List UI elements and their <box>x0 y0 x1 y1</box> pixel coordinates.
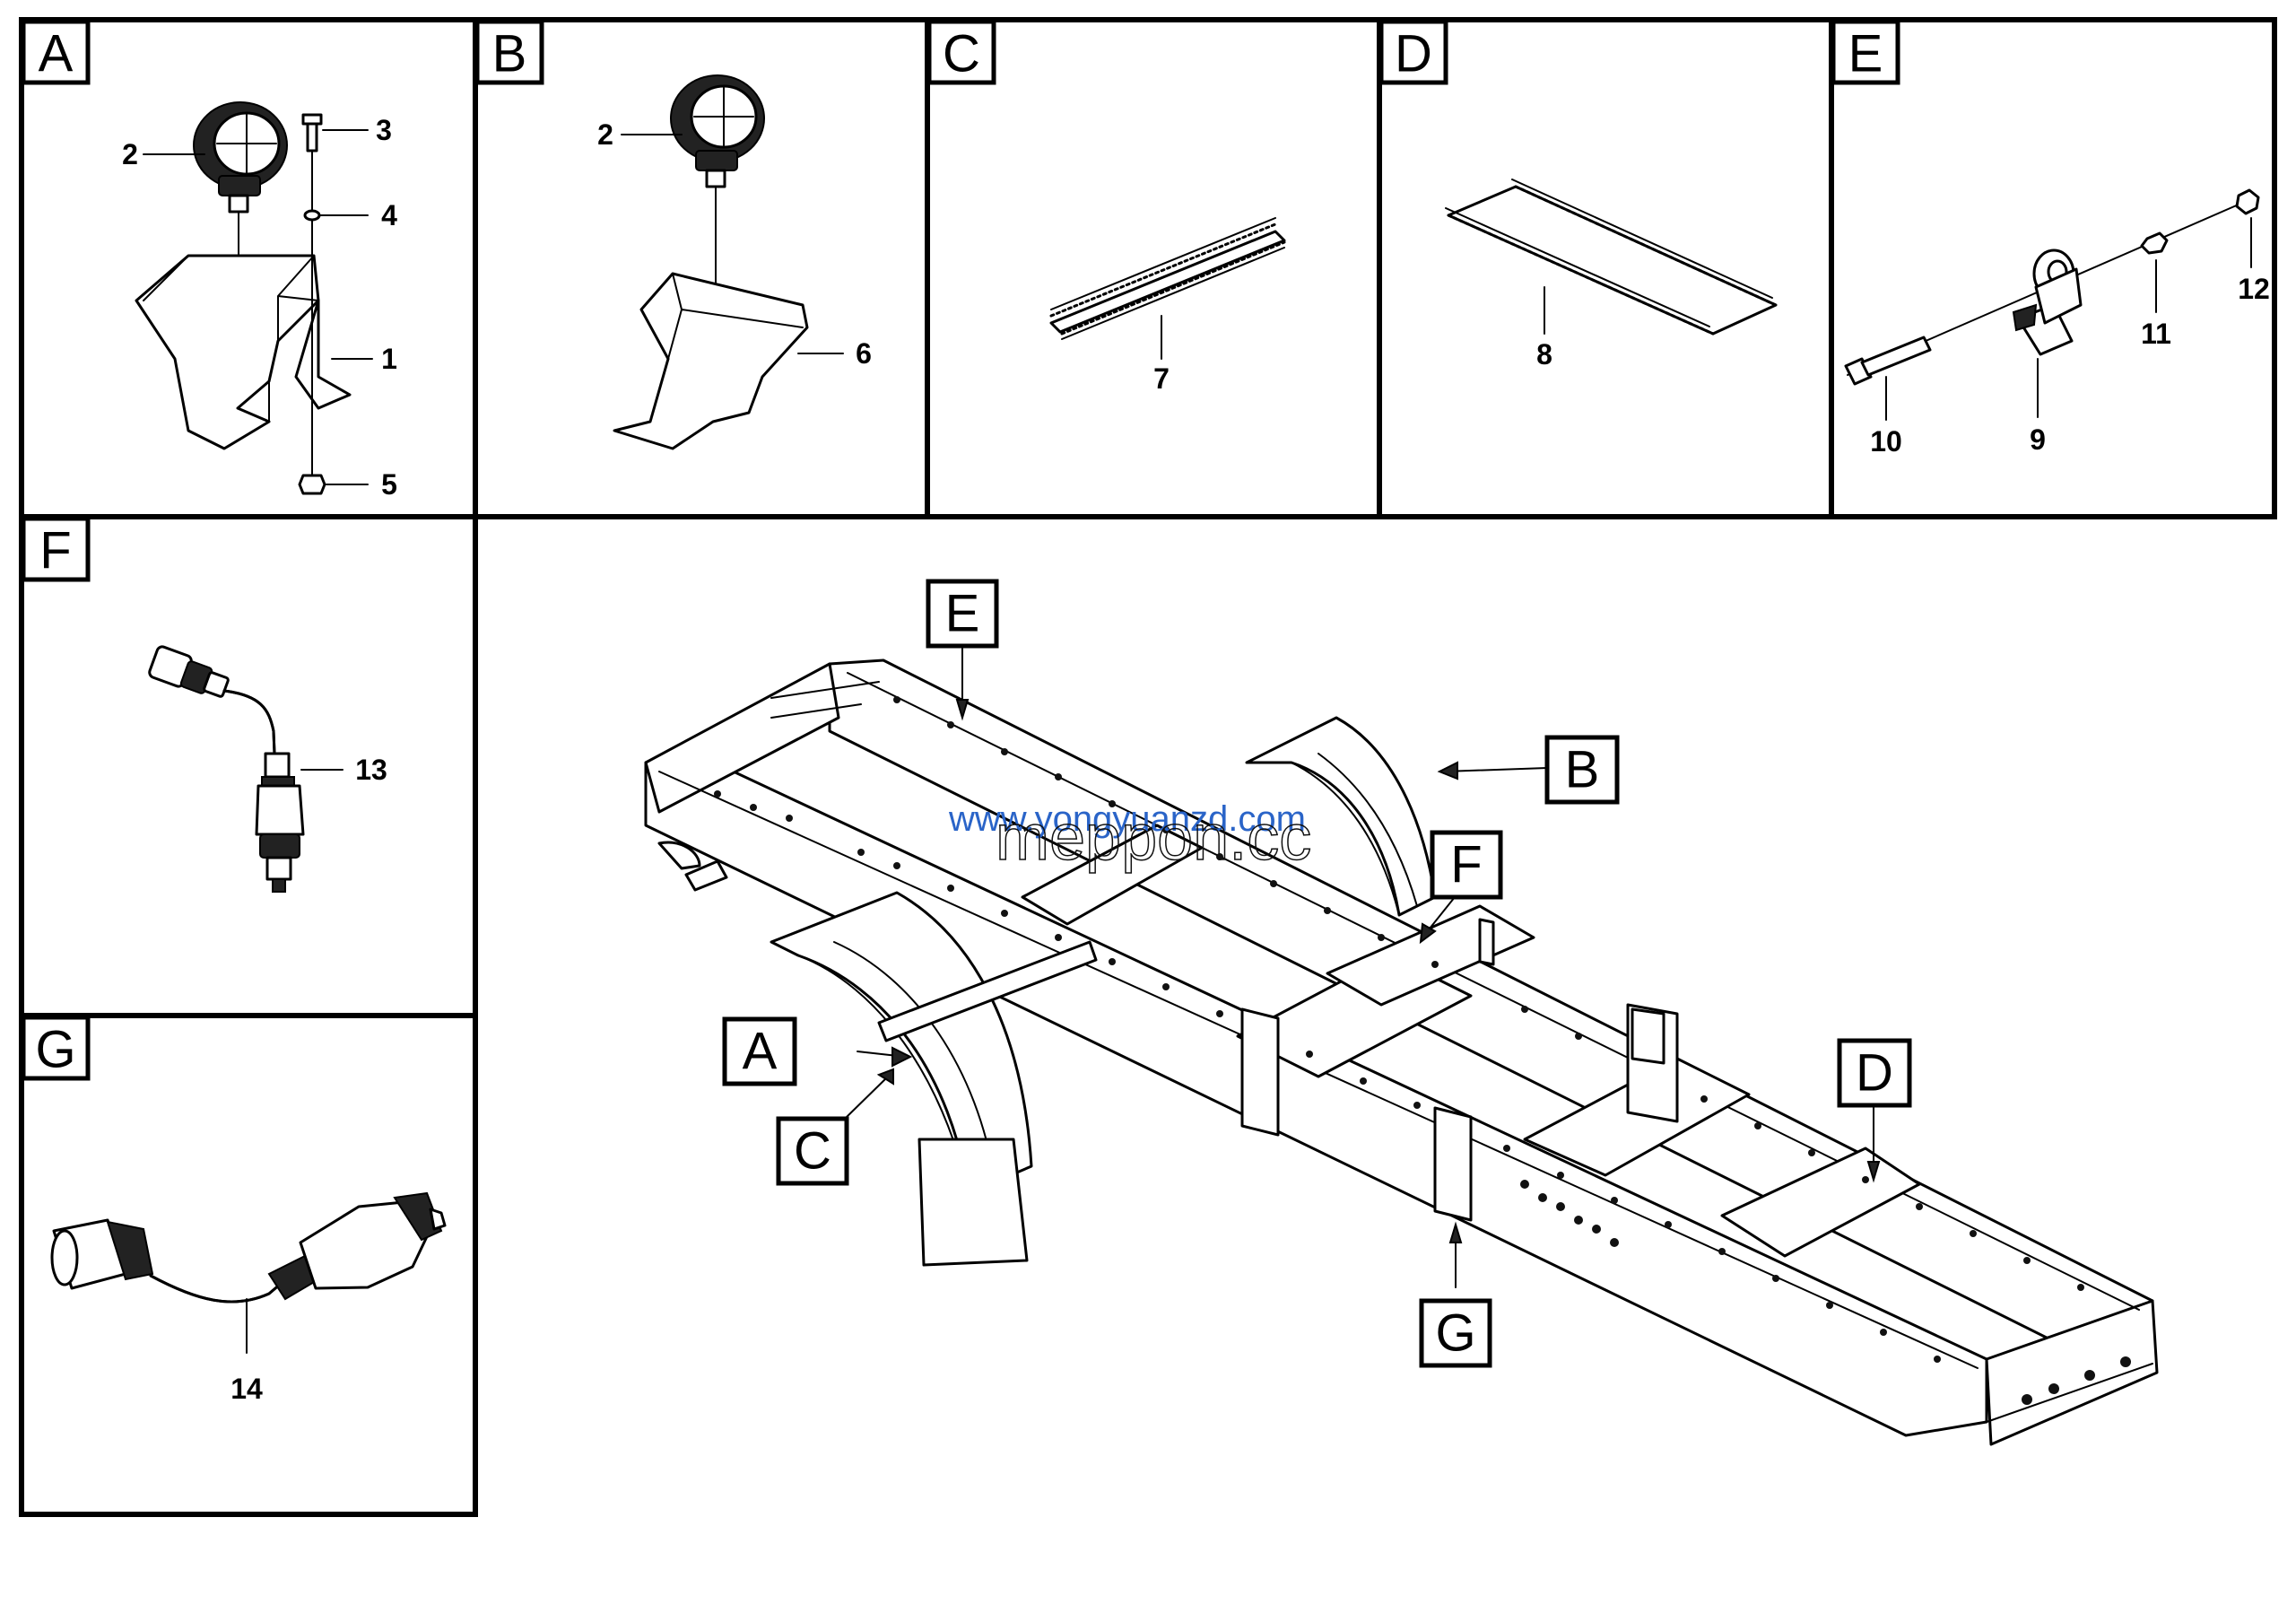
bolt-10 <box>1844 336 1932 386</box>
panel-a-tag: A <box>39 25 74 83</box>
main-tag-e: E <box>945 585 980 643</box>
callout-a-3: 3 <box>376 114 392 146</box>
main-tag-g: G <box>1435 1304 1475 1363</box>
nut-5 <box>298 474 326 495</box>
panel-e-tag: E <box>1848 25 1883 83</box>
washer-4 <box>303 209 321 222</box>
callout-c-7: 7 <box>1153 362 1170 395</box>
watermark-line1: www.yongyuanzd.com <box>948 799 1306 839</box>
panel-c-content: 7 <box>1049 217 1286 395</box>
work-lamp-icon <box>193 101 288 270</box>
chassis-frame <box>644 658 2159 1446</box>
far-side-rail <box>828 658 2154 1365</box>
main-tag-a: A <box>743 1023 778 1081</box>
bolt-3 <box>301 113 323 476</box>
callout-e-10: 10 <box>1870 425 1902 458</box>
main-tag-f: F <box>1450 836 1482 894</box>
main-tag-b: B <box>1565 741 1600 799</box>
callout-a-1: 1 <box>381 343 397 375</box>
cable-14 <box>50 1191 447 1304</box>
front-fender <box>770 891 1033 1195</box>
callout-a-4: 4 <box>381 199 397 231</box>
watermark-line2: meppon.cc <box>996 802 1311 874</box>
callout-b-2: 2 <box>597 118 613 151</box>
panel-b-content: 2 6 <box>597 74 872 450</box>
panel-g-tag: G <box>35 1021 75 1079</box>
callout-a-5: 5 <box>381 468 397 501</box>
rail-holes <box>714 696 2131 1405</box>
panel-a-content: 2 3 4 1 5 <box>122 101 397 501</box>
callout-d-8: 8 <box>1536 338 1552 371</box>
panel-d-tag: D <box>1395 25 1432 83</box>
panel-g-content: 14 <box>50 1191 447 1405</box>
panel-f-content: 13 <box>148 645 387 893</box>
panel-d-content: 8 <box>1445 179 1778 371</box>
callout-e-9: 9 <box>2030 423 2046 456</box>
bracket-6 <box>613 272 809 450</box>
mud-flap <box>918 1138 1029 1267</box>
callout-e-12: 12 <box>2238 273 2270 305</box>
sensor-13 <box>148 645 305 893</box>
callout-a-2: 2 <box>122 138 138 170</box>
front-crossmember <box>644 662 840 814</box>
main-leaders <box>846 645 1881 1288</box>
panel-e-content: 12 11 10 9 <box>1844 188 2270 458</box>
edge-protector-7 <box>1049 217 1286 340</box>
main-tag-c: C <box>794 1122 831 1181</box>
nut-12 <box>2235 188 2260 215</box>
rear-crossmember <box>1985 1299 2159 1446</box>
panel-c-tag: C <box>943 25 980 83</box>
work-lamp-icon-b <box>670 74 765 405</box>
watermark: www.yongyuanzd.com meppon.cc <box>948 799 1312 875</box>
panel-tags: A B C D E F G <box>21 19 1900 1081</box>
main-callout-tags: E B F A C D G <box>722 579 1912 1368</box>
clamp-9 <box>2012 249 2083 356</box>
panel-f-tag: F <box>39 522 71 580</box>
edge-protector-8 <box>1445 179 1778 336</box>
callout-g-14: 14 <box>230 1373 263 1405</box>
washer-11 <box>2140 231 2169 255</box>
panel-frames <box>19 17 2277 1517</box>
callout-e-11: 11 <box>2141 318 2171 350</box>
callout-b-6: 6 <box>856 337 872 370</box>
panel-b-tag: B <box>492 25 527 83</box>
main-tag-d: D <box>1856 1044 1893 1103</box>
callout-f-13: 13 <box>355 754 387 786</box>
panel-f-frame <box>19 514 478 1018</box>
